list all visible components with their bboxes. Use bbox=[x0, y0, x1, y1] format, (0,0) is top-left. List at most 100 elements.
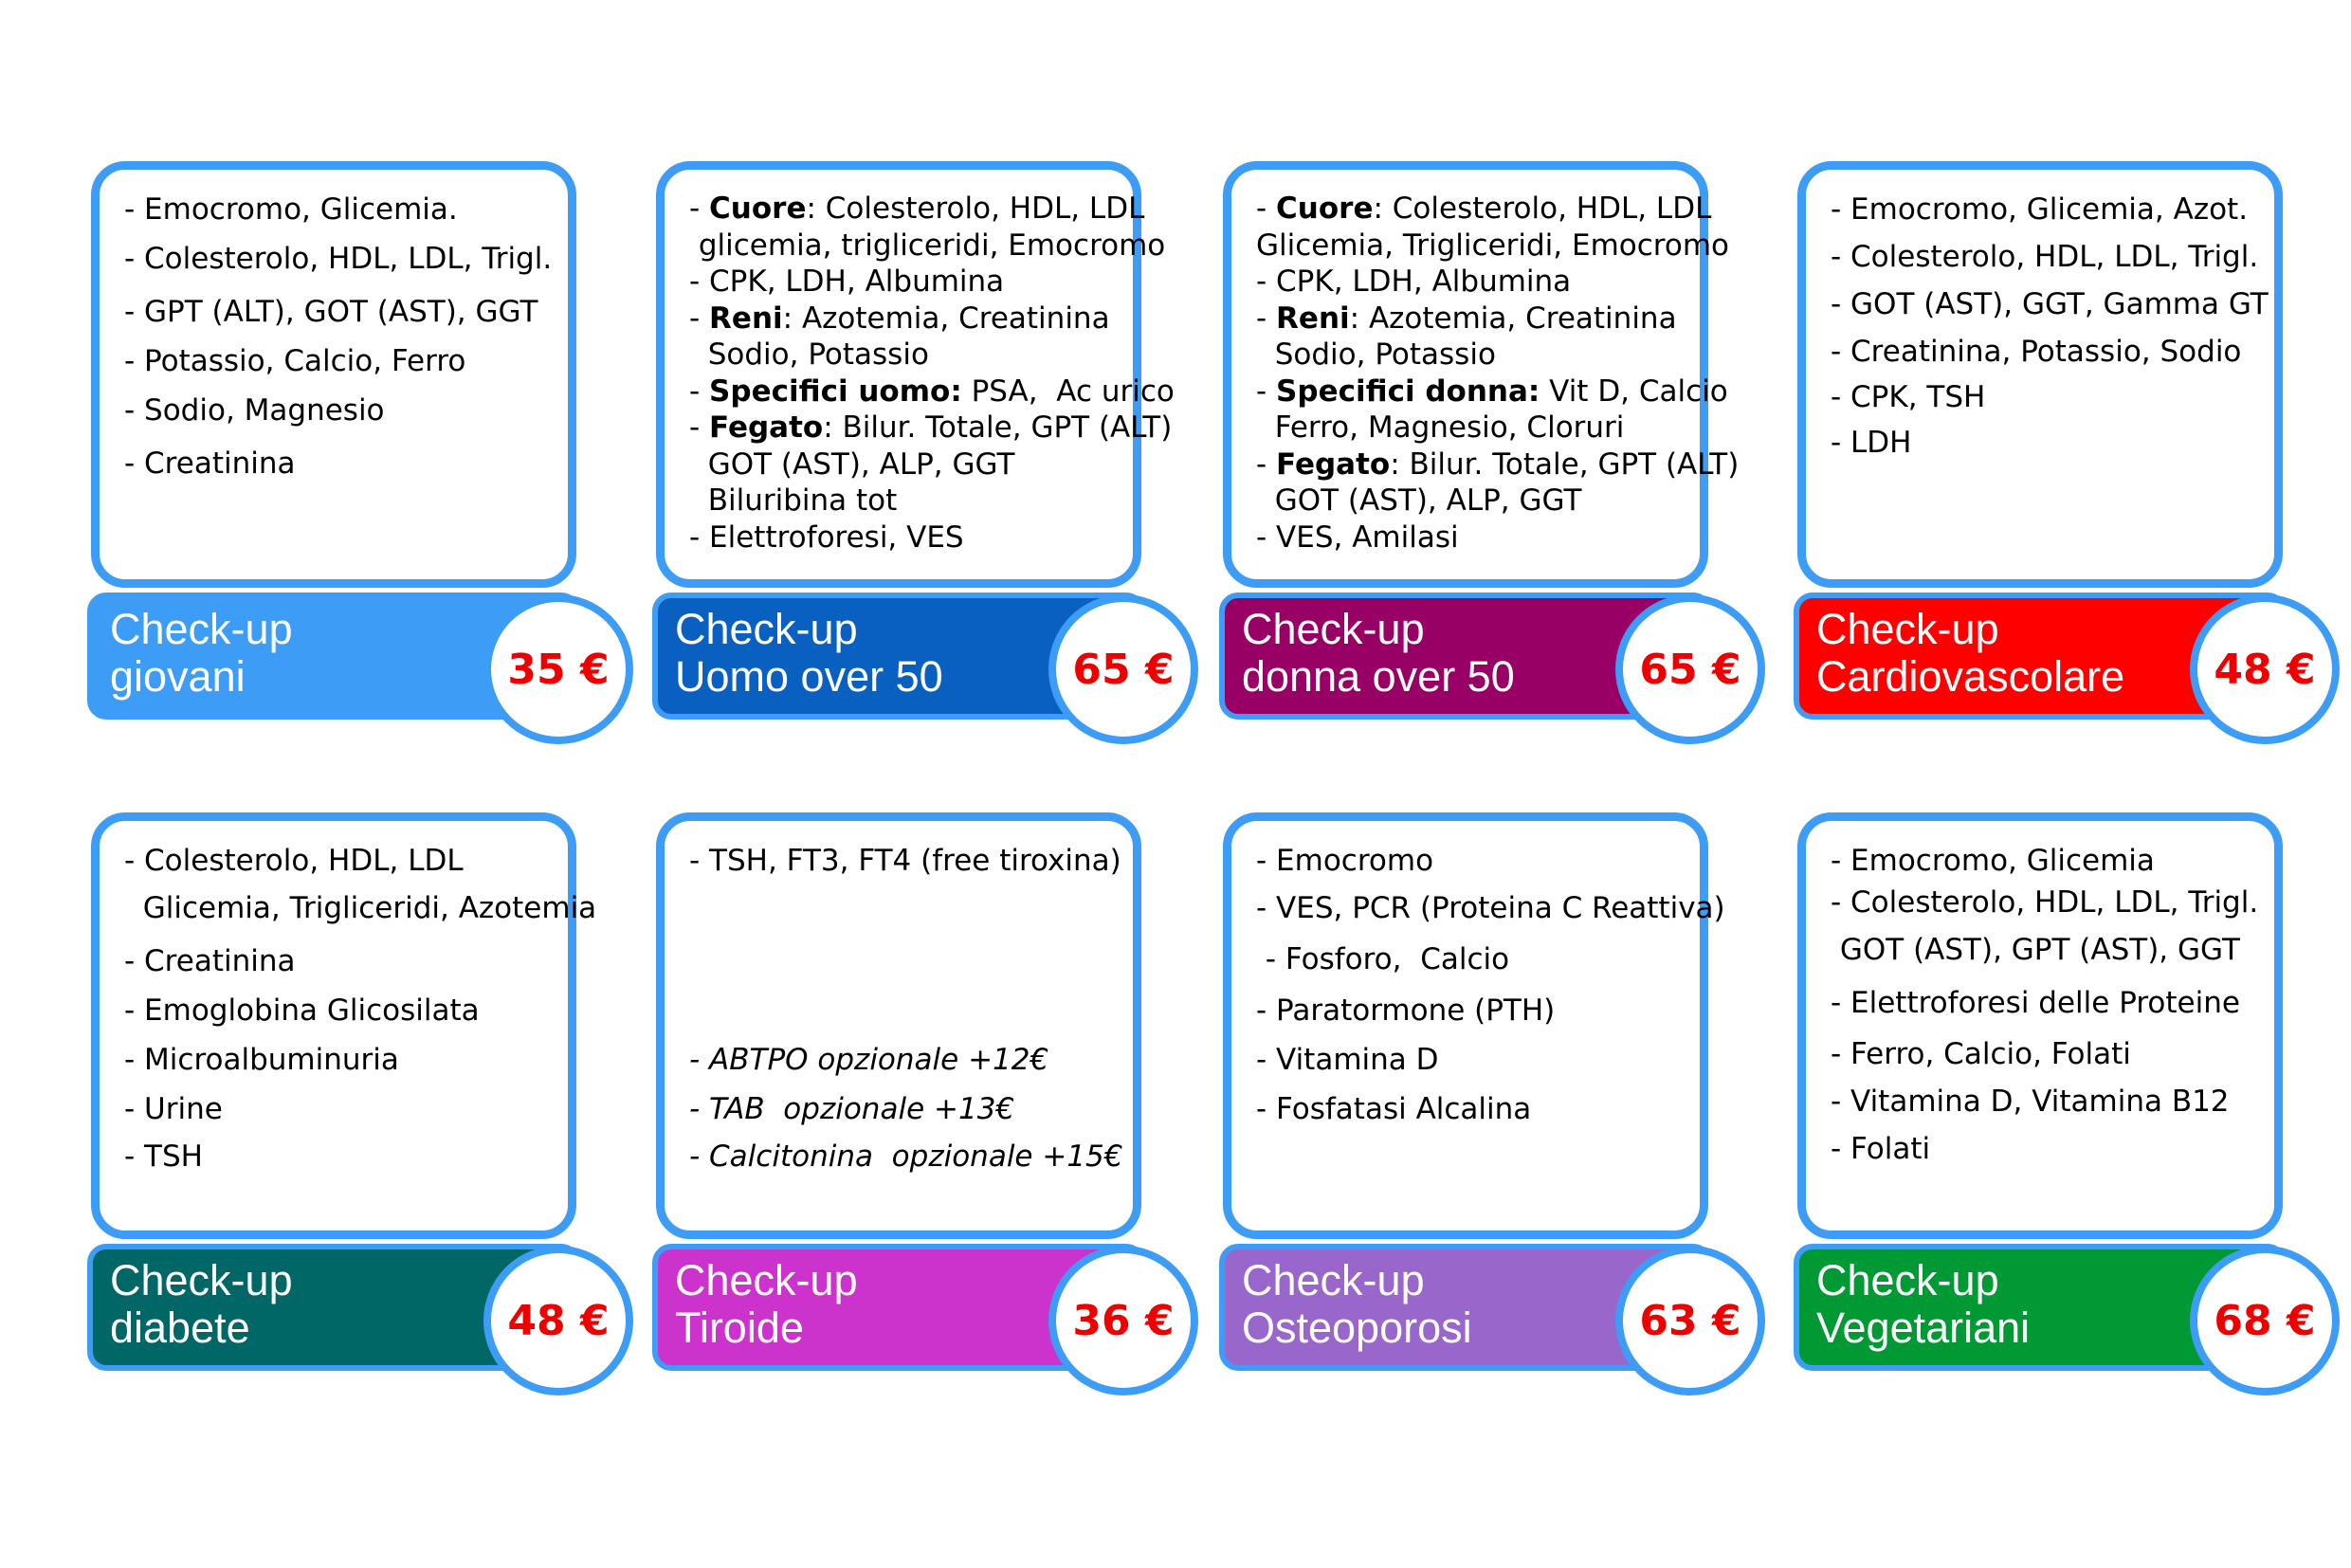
exam-item: - Vitamina D bbox=[1256, 1041, 1439, 1079]
exam-text: GOT (AST), ALP, GGT bbox=[689, 447, 1015, 482]
exam-item: - Emocromo, Glicemia. bbox=[124, 191, 458, 228]
exam-item: - CPK, TSH bbox=[1831, 378, 1985, 416]
price-badge: 65 € bbox=[1048, 594, 1198, 744]
exam-item: - Emocromo bbox=[1256, 842, 1433, 880]
exam-text: - Emoglobina Glicosilata bbox=[124, 994, 480, 1028]
checkup-card-tiroide[interactable]: - TSH, FT3, FT4 (free tiroxina) - ABTPO … bbox=[652, 812, 1198, 1419]
exam-item: - Fegato: Bilur. Totale, GPT (ALT) bbox=[689, 410, 1172, 447]
exam-item: - GOT (AST), GGT, Gamma GT bbox=[1831, 285, 2269, 323]
checkup-title-line1: Check-up bbox=[675, 1256, 858, 1304]
exam-text: - Emocromo, Glicemia bbox=[1831, 844, 2155, 878]
exam-text: - Paratormone (PTH) bbox=[1256, 994, 1556, 1028]
exam-text: Ferro, Magnesio, Cloruri bbox=[1256, 410, 1625, 445]
exam-list: - Colesterolo, HDL, LDL Glicemia, Trigli… bbox=[91, 812, 596, 1239]
exam-item: - Potassio, Calcio, Ferro bbox=[124, 342, 465, 380]
exam-text: : Bilur. Totale, GPT (ALT) bbox=[823, 410, 1173, 445]
exam-item: - Microalbuminuria bbox=[124, 1041, 399, 1079]
exam-text: - bbox=[1256, 301, 1277, 336]
exam-text: - Colesterolo, HDL, LDL bbox=[124, 844, 464, 878]
exam-item: - CPK, LDH, Albumina bbox=[1256, 264, 1690, 301]
checkup-card-giovani[interactable]: - Emocromo, Glicemia. - Colesterolo, HDL,… bbox=[87, 161, 633, 768]
exam-text: Glicemia, Trigliceridi, Azotemia bbox=[124, 891, 597, 925]
exam-text: - Calcitonina opzionale +15€ bbox=[689, 1140, 1123, 1174]
exam-item: Sodio, Potassio bbox=[689, 337, 1123, 374]
checkup-card-vegetariani[interactable]: - Emocromo, Glicemia - Colesterolo, HDL, … bbox=[1794, 812, 2340, 1419]
exam-item: - Folati bbox=[1831, 1130, 1930, 1168]
price-badge: 35 € bbox=[483, 594, 633, 744]
exam-text: - ABTPO opzionale +12€ bbox=[689, 1043, 1049, 1077]
exam-text: - Vitamina D, Vitamina B12 bbox=[1831, 1085, 2230, 1119]
exam-text bbox=[689, 891, 699, 925]
exam-text: Sodio, Potassio bbox=[689, 337, 929, 372]
price-badge: 65 € bbox=[1615, 594, 1765, 744]
exam-text: - TSH bbox=[124, 1140, 203, 1174]
exam-item: Ferro, Magnesio, Cloruri bbox=[1256, 410, 1690, 447]
checkup-title-line1: Check-up bbox=[1816, 605, 1999, 653]
exam-text bbox=[689, 986, 699, 1020]
exam-text: - Folati bbox=[1831, 1132, 1931, 1166]
exam-text: - Fosforo, Calcio bbox=[1256, 942, 1510, 976]
exam-text bbox=[689, 939, 699, 973]
exam-text: : Bilur. Totale, GPT (ALT) bbox=[1390, 447, 1740, 482]
exam-list: - Emocromo- VES, PCR (Proteina C Reattiv… bbox=[1223, 812, 1725, 1239]
exam-text: - Creatinina bbox=[124, 447, 296, 481]
exam-text: - Elettroforesi, VES bbox=[689, 520, 964, 555]
exam-item: - TSH bbox=[124, 1138, 203, 1176]
exam-item: - Sodio, Magnesio bbox=[124, 392, 385, 429]
exam-item: - Emoglobina Glicosilata bbox=[124, 992, 480, 1030]
exam-item: - Elettroforesi, VES bbox=[689, 520, 1123, 556]
exam-text: - bbox=[1256, 191, 1277, 226]
checkup-title-line2: donna over 50 bbox=[1242, 652, 1515, 701]
exam-item: - Creatinina bbox=[124, 942, 296, 980]
checkup-card-cardiovascolare[interactable]: - Emocromo, Glicemia, Azot.- Colesterolo… bbox=[1794, 161, 2340, 768]
checkup-title-line2: Cardiovascolare bbox=[1816, 652, 2125, 701]
exam-item: - Elettroforesi delle Proteine bbox=[1831, 984, 2240, 1022]
exam-item: - VES, Amilasi bbox=[1256, 520, 1690, 556]
exam-item: - Cuore: Colesterolo, HDL, LDL bbox=[1256, 191, 1711, 228]
exam-item: - Colesterolo, HDL, LDL, Trigl. bbox=[1831, 884, 2258, 921]
exam-item: - Specifici donna: Vit D, Calcio bbox=[1256, 374, 1728, 410]
exam-item bbox=[689, 984, 699, 1022]
exam-text: - bbox=[689, 301, 710, 336]
exam-text: : Azotemia, Creatinina bbox=[782, 301, 1110, 336]
checkup-card-osteoporosi[interactable]: - Emocromo- VES, PCR (Proteina C Reattiv… bbox=[1219, 812, 1765, 1419]
exam-item: - GPT (ALT), GOT (AST), GGT bbox=[124, 293, 538, 331]
checkup-title-line2: Uomo over 50 bbox=[675, 652, 943, 701]
exam-item: - Urine bbox=[124, 1090, 223, 1128]
exam-list: - TSH, FT3, FT4 (free tiroxina) - ABTPO … bbox=[656, 812, 1141, 1239]
exam-item: - Emocromo, Glicemia bbox=[1831, 842, 2155, 880]
checkup-card-diabete[interactable]: - Colesterolo, HDL, LDL Glicemia, Trigli… bbox=[87, 812, 633, 1419]
checkup-card-uomo-over-50[interactable]: - Cuore: Colesterolo, HDL, LDL glicemia,… bbox=[652, 161, 1198, 768]
exam-text: : Azotemia, Creatinina bbox=[1349, 301, 1677, 336]
exam-text: GOT (AST), ALP, GGT bbox=[1256, 483, 1582, 518]
exam-item: GOT (AST), ALP, GGT bbox=[1256, 483, 1690, 520]
exam-text: - Creatinina, Potassio, Sodio bbox=[1831, 335, 2242, 369]
checkup-title-line2: Osteoporosi bbox=[1242, 1304, 1472, 1352]
exam-text: - GPT (ALT), GOT (AST), GGT bbox=[124, 295, 538, 329]
exam-text: - CPK, TSH bbox=[1831, 380, 1986, 414]
exam-item: Biluribina tot bbox=[689, 483, 1123, 520]
exam-text: Glicemia, Trigliceridi, Emocromo bbox=[1256, 228, 1729, 263]
exam-item: Glicemia, Trigliceridi, Emocromo bbox=[1256, 228, 1729, 264]
exam-text: Sodio, Potassio bbox=[1256, 337, 1496, 372]
exam-text: - Colesterolo, HDL, LDL, Trigl. bbox=[1831, 240, 2259, 274]
exam-item: - Creatinina, Potassio, Sodio bbox=[1831, 333, 2241, 371]
exam-text: : Colesterolo, HDL, LDL bbox=[1373, 191, 1712, 226]
exam-text: - bbox=[689, 374, 710, 409]
exam-text: - LDH bbox=[1831, 426, 1912, 460]
exam-text: - Emocromo bbox=[1256, 844, 1434, 878]
exam-item: - Paratormone (PTH) bbox=[1256, 992, 1555, 1030]
exam-text: - Emocromo, Glicemia. bbox=[124, 192, 458, 227]
exam-item: Sodio, Potassio bbox=[1256, 337, 1690, 374]
exam-text: - TSH, FT3, FT4 (free tiroxina) bbox=[689, 844, 1121, 878]
exam-text: - Vitamina D bbox=[1256, 1043, 1439, 1077]
exam-item: GOT (AST), GPT (AST), GGT bbox=[1831, 931, 2240, 969]
exam-item: - Colesterolo, HDL, LDL, Trigl. bbox=[124, 240, 552, 278]
exam-category: Specifici uomo: bbox=[709, 374, 962, 409]
exam-item: - Ferro, Calcio, Folati bbox=[1831, 1035, 2131, 1073]
exam-text: - Fosfatasi Alcalina bbox=[1256, 1092, 1532, 1126]
exam-category: Fegato bbox=[709, 410, 824, 445]
